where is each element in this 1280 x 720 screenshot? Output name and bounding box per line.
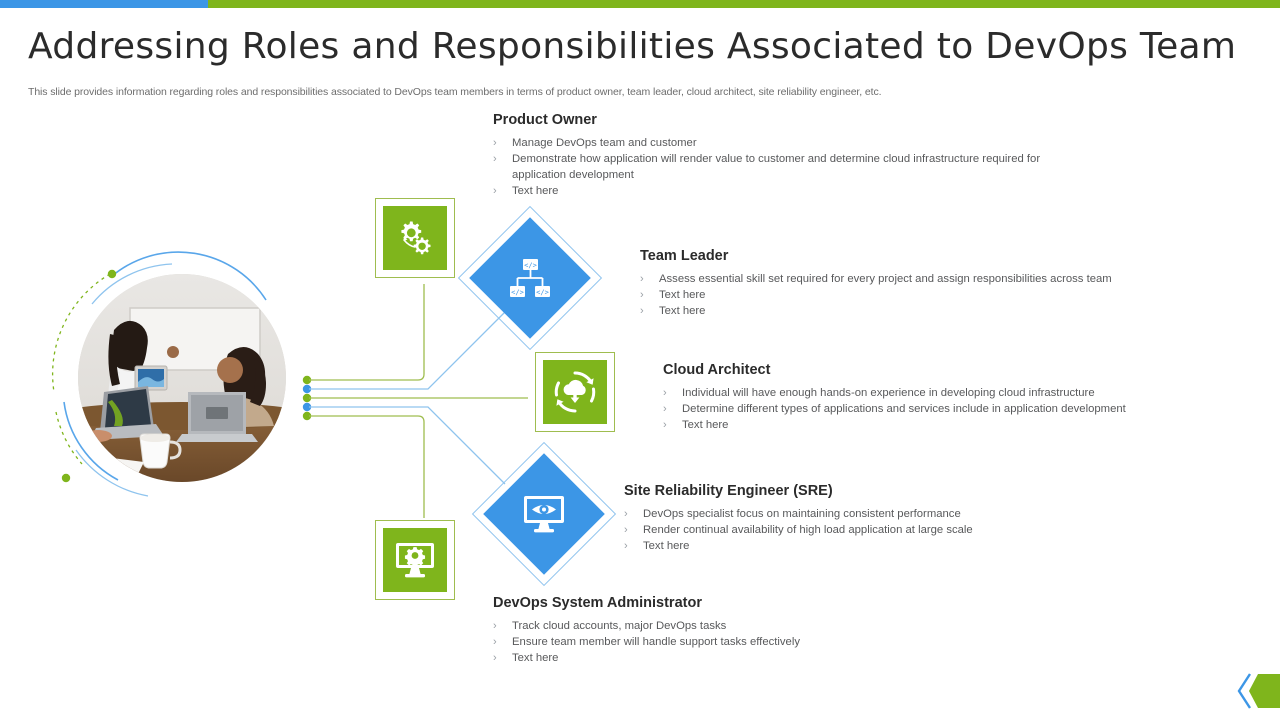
icon-diamond-site-reliability-engineer: [471, 441, 617, 587]
bullet-text: Assess essential skill set required for …: [659, 273, 1112, 285]
list-item: › Text here: [663, 417, 1223, 433]
icon-tile-product-owner: [375, 198, 455, 278]
bullet-text: Text here: [659, 305, 706, 317]
list-item: › Text here: [624, 538, 1184, 554]
bullet-text: Text here: [659, 289, 706, 301]
top-accent-blue-segment: [0, 0, 208, 8]
diamond-fill: </> </> </>: [469, 217, 591, 339]
list-item: › Manage DevOps team and customer: [493, 135, 1093, 151]
bullet-text: DevOps specialist focus on maintaining c…: [643, 508, 961, 520]
chevron-right-icon: ›: [624, 508, 628, 520]
role-block-product-owner: Product Owner › Manage DevOps team and cu…: [493, 112, 1093, 199]
bullet-text: Individual will have enough hands-on exp…: [682, 387, 1095, 399]
icon-tile-devops-system-administrator: [375, 520, 455, 600]
page-title: Addressing Roles and Responsibilities As…: [28, 26, 1237, 67]
role-title-devops-system-administrator: DevOps System Administrator: [493, 595, 702, 611]
list-item: › Text here: [640, 303, 1220, 319]
role-bullets-site-reliability-engineer: › DevOps specialist focus on maintaining …: [624, 506, 1184, 554]
list-item: › DevOps specialist focus on maintaining …: [624, 506, 1184, 522]
list-item: › Text here: [640, 287, 1220, 303]
chevron-right-icon: ›: [493, 620, 497, 632]
team-photo-group: [51, 251, 298, 502]
bullet-text: Text here: [512, 185, 559, 197]
role-block-team-leader: Team Leader › Assess essential skill set …: [640, 248, 1220, 319]
icon-tile-cloud-architect: [535, 352, 615, 432]
svg-text:</>: </>: [524, 262, 537, 270]
list-item: › Track cloud accounts, major DevOps task…: [493, 618, 1053, 634]
chevron-right-icon: ›: [640, 273, 644, 285]
chevron-right-icon: ›: [663, 419, 667, 431]
bullet-text: Track cloud accounts, major DevOps tasks: [512, 620, 727, 632]
org-chart-code-icon: </> </> </>: [507, 257, 553, 299]
role-bullets-devops-system-administrator: › Track cloud accounts, major DevOps task…: [493, 618, 1053, 666]
monitor-eye-icon: [521, 493, 567, 535]
bullet-text: Ensure team member will handle support t…: [512, 636, 800, 648]
bullet-text: Demonstrate how application will render …: [512, 153, 1041, 181]
list-item: › Demonstrate how application will render…: [493, 151, 1093, 183]
hub-dot-green-1: [302, 375, 312, 385]
svg-text:</>: </>: [536, 289, 549, 297]
chevron-right-icon: ›: [493, 636, 497, 648]
role-block-devops-system-administrator: DevOps System Administrator › Track cloud…: [493, 595, 1053, 666]
team-photo: [78, 274, 286, 482]
top-accent-green-segment: [208, 0, 1280, 8]
list-item: › Text here: [493, 183, 1093, 199]
chevron-right-icon: ›: [663, 387, 667, 399]
hub-dot-blue-1: [302, 384, 312, 394]
role-title-cloud-architect: Cloud Architect: [663, 362, 771, 378]
chevron-logo: [1237, 673, 1280, 709]
hub-dot-blue-2: [302, 402, 312, 412]
chevron-right-icon: ›: [493, 153, 497, 165]
role-bullets-cloud-architect: › Individual will have enough hands-on ex…: [663, 385, 1223, 433]
bullet-text: Determine different types of application…: [682, 403, 1126, 415]
bullet-text: Text here: [512, 652, 559, 664]
icon-diamond-team-leader: </> </> </>: [457, 205, 603, 351]
chevron-right-icon: ›: [640, 305, 644, 317]
top-accent-bar: [0, 0, 1280, 8]
list-item: › Individual will have enough hands-on ex…: [663, 385, 1223, 401]
role-title-site-reliability-engineer: Site Reliability Engineer (SRE): [624, 483, 833, 499]
bullet-text: Text here: [643, 540, 690, 552]
hub-dot-green-3: [302, 411, 312, 421]
chevron-right-icon: ›: [493, 185, 497, 197]
role-title-product-owner: Product Owner: [493, 112, 597, 128]
role-bullets-product-owner: › Manage DevOps team and customer › Demons…: [493, 135, 1093, 199]
hub-dot-green-2: [302, 393, 312, 403]
bullet-text: Manage DevOps team and customer: [512, 137, 697, 149]
diamond-fill: [483, 453, 605, 575]
role-block-cloud-architect: Cloud Architect › Individual will have en…: [663, 362, 1223, 433]
role-block-site-reliability-engineer: Site Reliability Engineer (SRE) › DevOps …: [624, 483, 1184, 554]
chevron-right-icon: ›: [663, 403, 667, 415]
chevron-right-icon: ›: [493, 652, 497, 664]
role-bullets-team-leader: › Assess essential skill set required for…: [640, 271, 1220, 319]
list-item: › Determine different types of applicatio…: [663, 401, 1223, 417]
bullet-text: Text here: [682, 419, 729, 431]
chevron-right-icon: ›: [493, 137, 497, 149]
bullet-text: Render continual availability of high lo…: [643, 524, 973, 536]
chevron-right-icon: ›: [624, 524, 628, 536]
monitor-gear-icon: [383, 528, 447, 592]
list-item: › Text here: [493, 650, 1053, 666]
chevron-right-icon: ›: [640, 289, 644, 301]
cloud-download-refresh-icon: [543, 360, 607, 424]
page-subtitle: This slide provides information regardin…: [28, 86, 882, 98]
chevron-right-icon: ›: [624, 540, 628, 552]
svg-text:</>: </>: [511, 289, 524, 297]
decorative-arcs: [51, 251, 267, 497]
list-item: › Ensure team member will handle support …: [493, 634, 1053, 650]
gears-icon: [383, 206, 447, 270]
role-title-team-leader: Team Leader: [640, 248, 729, 264]
list-item: › Assess essential skill set required for…: [640, 271, 1220, 287]
list-item: › Render continual availability of high l…: [624, 522, 1184, 538]
